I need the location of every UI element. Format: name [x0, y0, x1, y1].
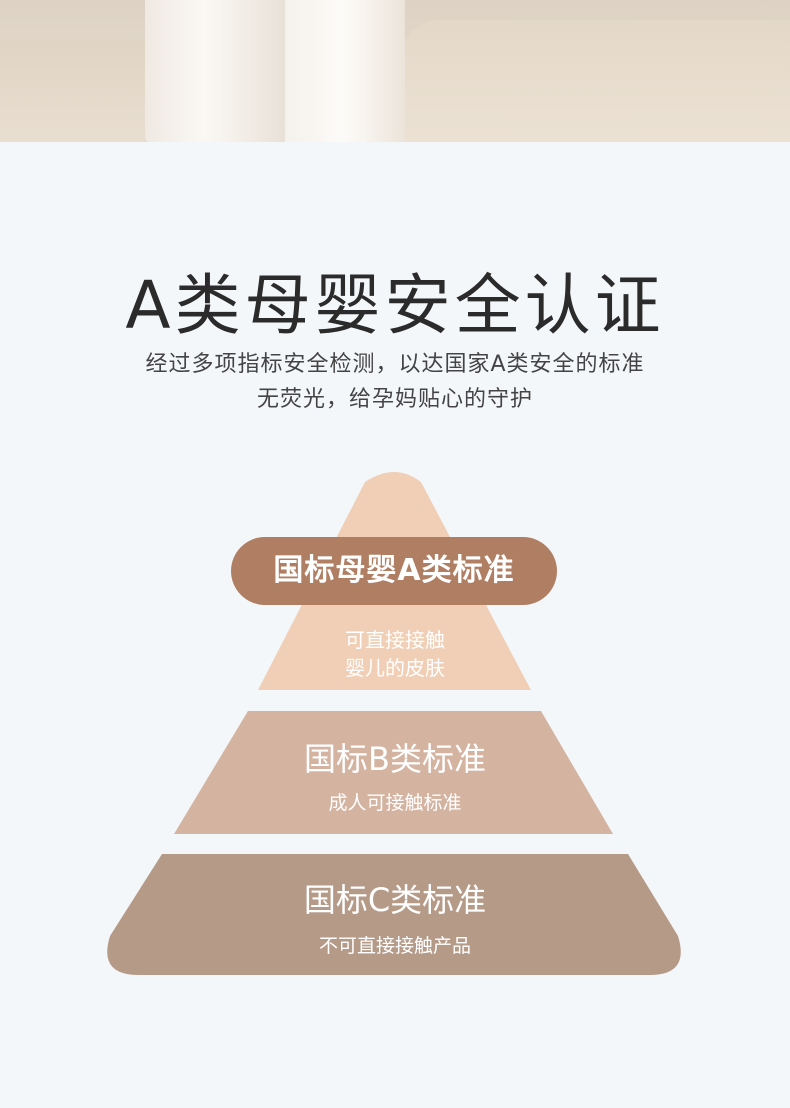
tier-b-desc: 成人可接触标准 [328, 792, 462, 814]
tier-c-title: 国标C类标准 [303, 881, 487, 919]
tier-b-title: 国标B类标准 [304, 740, 486, 778]
leg-right [285, 0, 405, 142]
leg-left [145, 0, 295, 142]
sofa-left [0, 40, 150, 142]
tier-c-shape [107, 854, 681, 975]
tier-b-shape [174, 711, 613, 834]
tier-a-desc-2: 婴儿的皮肤 [345, 656, 445, 680]
page-title: A类母婴安全认证 [125, 267, 665, 344]
hero-photo [0, 0, 790, 142]
tier-a-title: 国标母婴A类标准 [273, 553, 515, 588]
tier-c-desc: 不可直接接触产品 [318, 935, 471, 957]
subtitle-line-1: 经过多项指标安全检测，以达国家A类安全的标准 [145, 352, 645, 377]
tier-a-pill [231, 537, 557, 605]
subtitle-line-2: 无荧光，给孕妈贴心的守护 [256, 387, 533, 412]
sofa-right [400, 20, 790, 142]
tier-a-desc-1: 可直接接触 [345, 628, 445, 652]
